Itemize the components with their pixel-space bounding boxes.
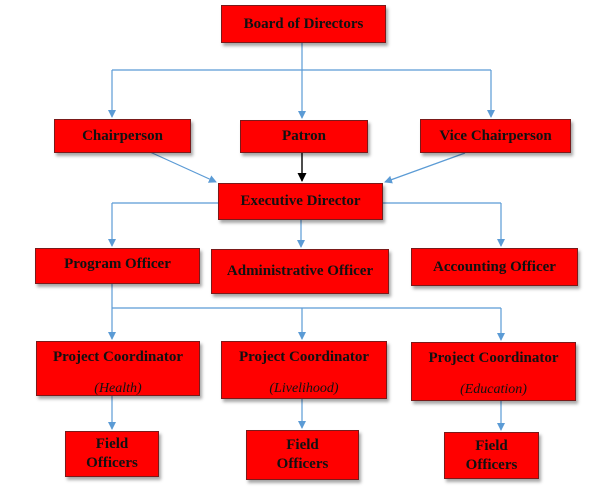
coordinator-area: (Livelihood)	[269, 381, 339, 396]
box-field-officers-education: Field Officers	[444, 432, 539, 479]
field-officers-line2: Officers	[86, 455, 138, 471]
board-label: Board of Directors	[243, 15, 364, 32]
vice-chairperson-label: Vice Chairperson	[439, 127, 552, 144]
box-field-officers-livelihood: Field Officers	[246, 430, 359, 480]
program-officer-label: Program Officer	[64, 256, 171, 272]
field-officers-line1: Field	[475, 437, 508, 454]
coordinator-title: Project Coordinator	[238, 349, 370, 365]
executive-director-label: Executive Director	[240, 193, 361, 209]
field-officers-line1: Field	[95, 436, 129, 452]
box-vice-chairperson: Vice Chairperson	[420, 119, 571, 153]
accounting-officer-label: Accounting Officer	[433, 258, 556, 275]
box-accounting-officer: Accounting Officer	[411, 248, 578, 286]
box-field-officers-health: Field Officers	[65, 431, 159, 477]
box-patron: Patron	[240, 120, 368, 153]
coordinator-title: Project Coordinator	[52, 349, 184, 365]
coordinator-title: Project Coordinator	[428, 350, 559, 366]
connector-vice-to-executive	[384, 152, 466, 184]
chairperson-label: Chairperson	[82, 127, 163, 144]
administrative-officer-label: Administrative Officer	[226, 263, 374, 279]
coordinator-area: (Health)	[94, 381, 142, 396]
box-program-officer: Program Officer	[35, 248, 200, 284]
box-executive-director: Executive Director	[218, 183, 383, 220]
box-administrative-officer: Administrative Officer	[211, 249, 389, 294]
field-officers-line2: Officers	[276, 456, 329, 472]
box-coordinator-education: Project Coordinator (Education)	[411, 342, 576, 401]
field-officers-line1: Field	[286, 437, 319, 453]
box-board-of-directors: Board of Directors	[221, 5, 386, 43]
connector-chair-to-executive	[149, 151, 217, 183]
box-chairperson: Chairperson	[54, 119, 191, 153]
patron-label: Patron	[282, 128, 326, 144]
field-officers-line2: Officers	[465, 456, 518, 473]
box-coordinator-livelihood: Project Coordinator (Livelihood)	[221, 341, 387, 399]
box-coordinator-health: Project Coordinator (Health)	[36, 341, 200, 396]
coordinator-area: (Education)	[460, 382, 527, 397]
